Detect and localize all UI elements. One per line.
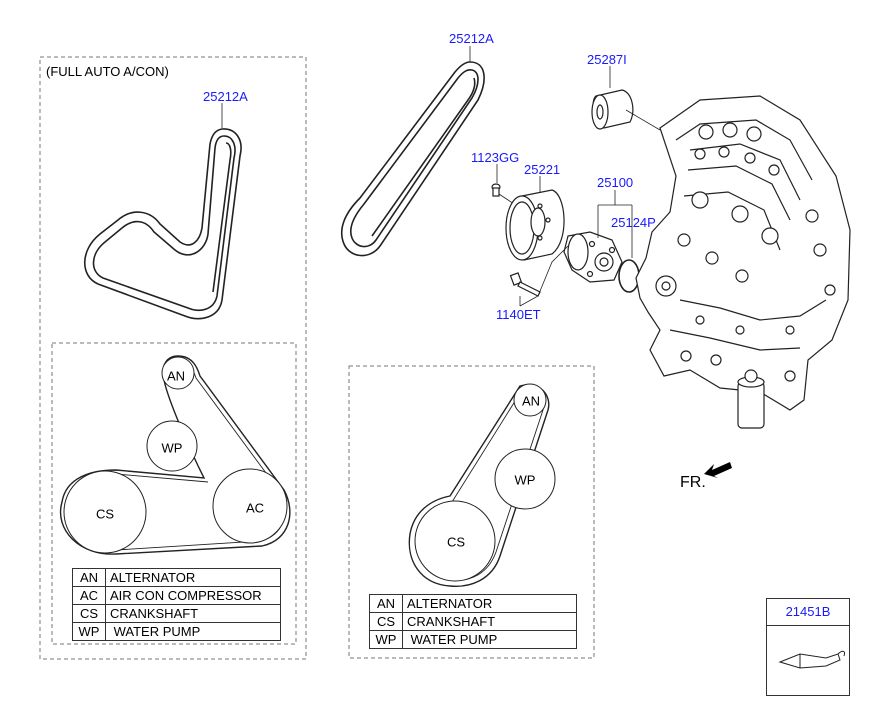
ac-legend-table: AN ALTERNATOR AC AIR CON COMPRESSOR CS C…	[72, 568, 281, 641]
legend-code: CS	[369, 612, 403, 631]
sealant-tube-illustration	[778, 650, 845, 669]
ac-routing-frame	[51, 342, 297, 645]
table-row: CS CRANKSHAFT	[369, 612, 577, 631]
engine-block-illustration	[635, 95, 851, 429]
sealant-part-number[interactable]: 21451B	[767, 599, 849, 626]
legend-name: ALTERNATOR	[105, 568, 281, 587]
ac-belt-part-number[interactable]: 25212A	[203, 89, 248, 104]
small-bolt-part-number[interactable]: 1123GG	[471, 150, 520, 165]
ac-circle-an	[161, 356, 195, 390]
ac-wp-label: WP	[161, 440, 183, 456]
idler-part-number[interactable]: 25287I	[587, 52, 627, 67]
legend-name: WATER PUMP	[402, 630, 577, 649]
ac-belt-illustration	[84, 128, 242, 320]
long-bolt-illustration	[509, 272, 541, 297]
water-pump-part-number[interactable]: 25100	[597, 175, 634, 190]
legend-code: WP	[369, 630, 403, 649]
ac-cs-label: CS	[95, 506, 115, 522]
legend-name: AIR CON COMPRESSOR	[105, 586, 281, 605]
ac-group-frame	[39, 56, 307, 660]
std-routing-frame	[348, 365, 595, 659]
water-pump-bracket	[597, 190, 633, 258]
std-legend-table: AN ALTERNATOR CS CRANKSHAFT WP WATER PUM…	[369, 594, 577, 649]
main-belt-illustration	[340, 61, 485, 257]
ac-routing-diagram	[59, 355, 291, 555]
table-row: AN ALTERNATOR	[72, 568, 281, 587]
water-pump-illustration	[563, 231, 623, 283]
ac-ac-label: AC	[245, 500, 265, 516]
ac-routing-belt	[59, 355, 291, 555]
legend-code: CS	[72, 604, 106, 623]
std-circle-an	[513, 383, 547, 417]
legend-code: AN	[72, 568, 106, 587]
ac-circle-wp	[146, 420, 198, 472]
std-cs-label: CS	[446, 534, 466, 550]
legend-name: CRANKSHAFT	[402, 612, 577, 631]
table-row: AN ALTERNATOR	[369, 594, 577, 613]
idler-pulley-illustration	[591, 89, 661, 131]
front-direction-label: FR.	[680, 474, 706, 491]
std-circle-wp	[494, 448, 556, 510]
ac-an-label: AN	[166, 368, 186, 384]
std-routing-diagram	[408, 383, 556, 587]
table-row: WP WATER PUMP	[72, 622, 281, 641]
legend-name: CRANKSHAFT	[105, 604, 281, 623]
legend-name: WATER PUMP	[105, 622, 281, 641]
table-row: CS CRANKSHAFT	[72, 604, 281, 623]
std-an-label: AN	[521, 393, 541, 409]
long-bolt-part-number[interactable]: 1140ET	[496, 307, 541, 322]
water-pump-pulley-illustration	[505, 189, 565, 261]
gasket-part-number[interactable]: 25124P	[611, 215, 656, 230]
sealant-reference-box: 21451B	[766, 598, 850, 696]
table-row: AC AIR CON COMPRESSOR	[72, 586, 281, 605]
table-row: WP WATER PUMP	[369, 630, 577, 649]
front-direction-arrow-icon	[704, 462, 732, 478]
long-bolt-bracket	[519, 245, 569, 307]
ac-circle-ac	[212, 468, 288, 544]
main-belt-part-number[interactable]: 25212A	[449, 31, 494, 46]
legend-code: AN	[369, 594, 403, 613]
pulley-part-number[interactable]: 25221	[524, 162, 561, 177]
legend-name: ALTERNATOR	[402, 594, 577, 613]
std-circle-cs	[414, 500, 496, 582]
legend-code: AC	[72, 586, 106, 605]
std-wp-label: WP	[514, 472, 536, 488]
std-routing-belt	[408, 384, 550, 587]
small-bolt-illustration	[491, 183, 521, 209]
legend-code: WP	[72, 622, 106, 641]
ac-circle-cs	[63, 470, 147, 554]
ac-group-title: (FULL AUTO A/CON)	[46, 64, 169, 79]
gasket-illustration	[618, 259, 640, 293]
